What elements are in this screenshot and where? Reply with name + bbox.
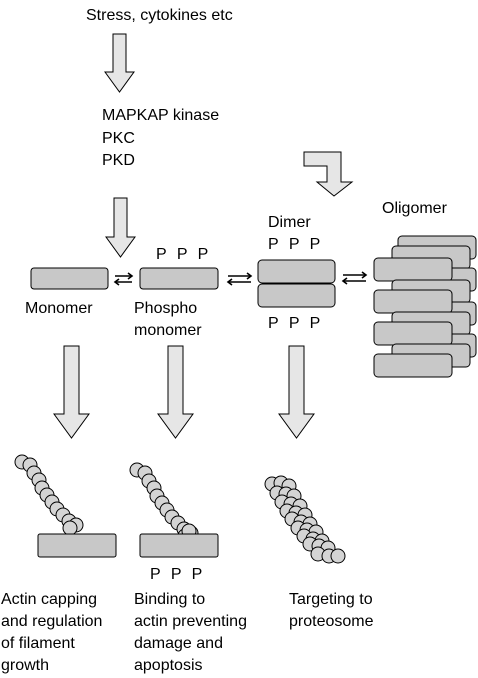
actin-binding-figure	[129, 462, 219, 558]
arrow-phospho-down	[157, 345, 194, 439]
outcome-capping-line-4: growth	[1, 657, 50, 674]
outcome-proteosome-line-1: Targeting to	[289, 591, 373, 608]
kinase-label-1: MAPKAP kinase	[102, 107, 220, 124]
actin-aggregate	[264, 475, 346, 564]
arrow-dimer-down	[278, 345, 315, 439]
arrow-kinases-to-monomer	[105, 197, 136, 258]
actin-bead	[330, 548, 346, 564]
phospho-monomer-label-2: monomer	[134, 322, 202, 339]
phospho-monomer-label-1: Phospho	[134, 300, 198, 317]
outcome-capping-line-1: Actin capping	[1, 591, 98, 608]
arrow-stress-to-kinases	[104, 33, 135, 93]
kinase-label-2: PKC	[102, 130, 135, 147]
outcome-capping-line-3: of filament	[1, 635, 75, 652]
equilibrium-arrows-3	[341, 271, 368, 285]
monomer-phospho-mark: P P P	[156, 246, 212, 263]
outcome-capping-line-2: and regulation	[1, 613, 103, 630]
binding-block	[139, 533, 219, 558]
dimer-block-bottom	[257, 283, 336, 308]
equilibrium-arrows-2	[226, 272, 253, 286]
proteosome-figure	[264, 475, 346, 564]
outcome-binding-line-2: actin preventing	[134, 613, 247, 630]
dimer-block-top	[257, 259, 336, 284]
dimer-phospho-top: P P P	[268, 236, 324, 253]
arrow-bent-to-oligomer	[303, 151, 354, 197]
actin-bead	[62, 520, 78, 536]
dimer-phospho-bottom: P P P	[268, 315, 324, 332]
capping-block	[37, 533, 117, 558]
actin-filament-2	[129, 462, 199, 544]
outcome-proteosome-line-2: proteosome	[289, 613, 374, 630]
oligomer-stack	[373, 235, 477, 378]
arrow-monomer-down	[53, 345, 90, 439]
monomer-label: Monomer	[25, 300, 93, 317]
equilibrium-arrows-1	[113, 272, 134, 286]
actin-capping-figure	[14, 454, 117, 558]
kinase-label-3: PKD	[102, 152, 135, 169]
outcome-binding-line-1: Binding to	[134, 591, 206, 608]
binding-phospho-mark: P P P	[150, 566, 206, 583]
outcome-binding-line-3: damage and	[134, 635, 223, 652]
dimer-label: Dimer	[268, 214, 311, 231]
stimulus-label: Stress, cytokines etc	[86, 7, 233, 24]
actin-filament-1	[14, 454, 84, 536]
oligomer-label: Oligomer	[382, 200, 447, 217]
monomer-block	[30, 267, 109, 290]
outcome-binding-line-4: apoptosis	[134, 657, 203, 674]
phospho-monomer-block	[139, 267, 219, 290]
